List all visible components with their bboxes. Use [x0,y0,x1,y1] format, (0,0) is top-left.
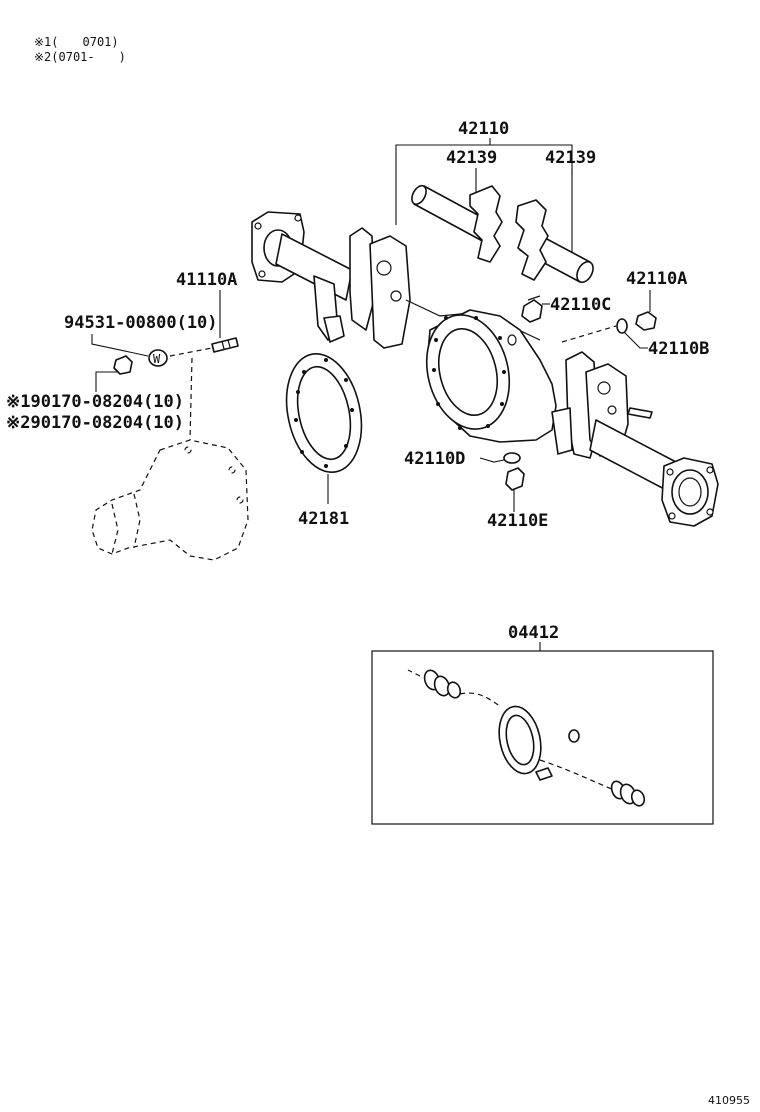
label-42181: 42181 [298,509,349,529]
label-42110: 42110 [458,119,509,139]
differential-carrier-phantom [91,439,249,561]
drain-plug-42110E [505,467,525,491]
label-04412: 04412 [508,623,559,643]
label-42110D: 42110D [404,449,465,469]
label-42110A-right: 42110A [626,269,687,289]
kit-contents-04412 [407,669,646,807]
figure-reference: 410955 [708,1094,750,1107]
leader-90170 [95,371,118,392]
axle-tube-left-42139 [411,184,503,263]
leader-42110B [623,331,648,349]
gasket-42110B [616,318,628,334]
leader-94531 [91,334,149,357]
plug-42110A [635,311,657,331]
dash-nut-to-carrier [189,357,193,441]
washer-94531: W [148,349,168,367]
label-42139-left: 42139 [446,148,497,168]
plug-42110C [521,295,543,323]
bracket-42110 [395,144,573,270]
label-90170-2: ※290170-08204(10) [6,413,184,433]
axle-housing-42110 [251,211,719,527]
dash-washer-to-stud [169,347,213,357]
label-42110E: 42110E [487,511,548,531]
leader-42110D [479,457,505,463]
nut-90170 [113,355,133,375]
gasket-42181 [285,353,363,473]
note-2: ※2(0701- ) [34,50,126,64]
axle-tube-right-42139 [515,199,594,284]
label-42139-right: 42139 [545,148,596,168]
label-94531: 94531-00800(10) [64,313,218,333]
label-42110B: 42110B [648,339,709,359]
label-42110C: 42110C [550,295,611,315]
w-mark: W [153,352,161,366]
dash-plug-to-housing [561,325,617,343]
washer-42110D [503,452,521,464]
kit-box-04412 [371,650,714,825]
label-90170-1: ※190170-08204(10) [6,392,184,412]
note-1: ※1( 0701) [34,35,119,49]
stud-bolt [211,337,239,353]
label-41110A: 41110A [176,270,237,290]
